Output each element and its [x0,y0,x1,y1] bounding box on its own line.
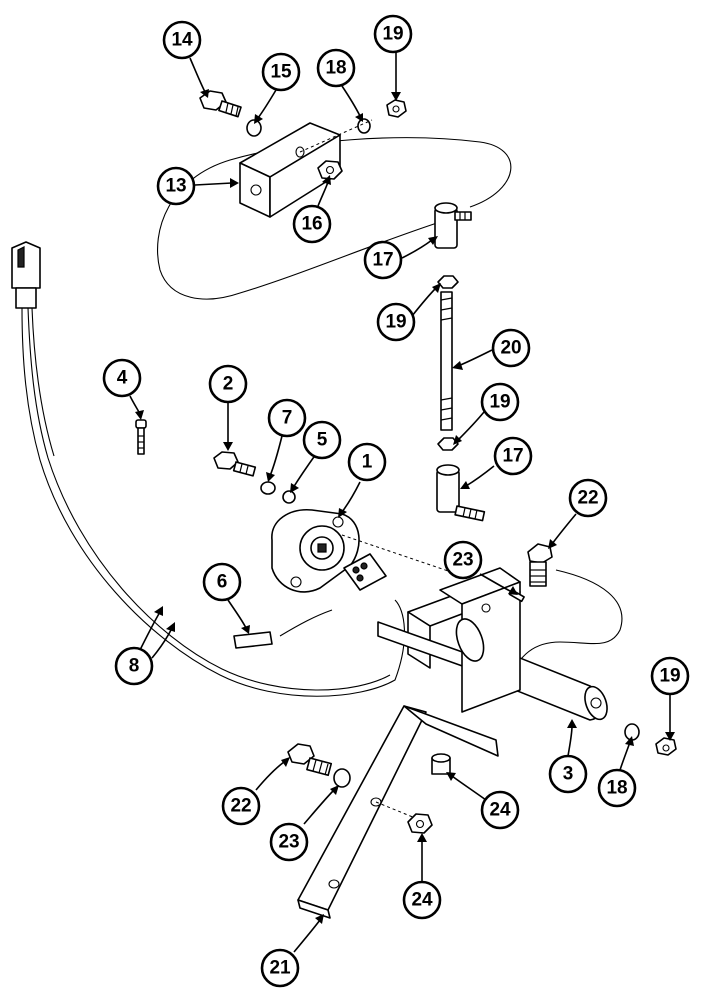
part-16-nut [317,160,343,180]
callout-19-upper: 19 [373,14,413,54]
sensor-connector [343,553,387,591]
callout-6: 6 [202,562,242,602]
svg-text:19: 19 [382,24,403,45]
callout-24-nut: 24 [402,880,442,920]
svg-text:4: 4 [117,368,128,389]
callout-19-lower-right: 19 [650,656,690,696]
part-24-bushing [431,753,451,775]
part-6-pad [233,609,333,649]
svg-text:1: 1 [362,452,373,473]
svg-text:15: 15 [270,62,292,83]
part-23-washer-lower [333,768,351,788]
svg-text:24: 24 [489,800,511,821]
part-22-bolt-lower [287,743,333,777]
part-4-bolt [135,419,147,455]
part-19-nut-rod-bottom [437,437,459,451]
part-2-bolt [213,451,257,477]
svg-text:6: 6 [217,572,228,593]
callout-1: 1 [347,442,387,482]
svg-text:7: 7 [282,408,293,429]
callout-5: 5 [302,420,342,460]
svg-text:14: 14 [171,30,193,51]
svg-text:18: 18 [606,778,627,799]
part-19-nut-upper [386,99,407,118]
part-17-ball-joint-upper [434,202,472,249]
lower-wire-loop [509,569,623,681]
svg-text:2: 2 [223,374,234,395]
part-18-washer-upper [357,118,371,134]
part-3-pivot-tube [499,649,608,721]
part-1-sensor [271,509,461,593]
svg-text:5: 5 [317,430,328,451]
svg-text:23: 23 [278,832,299,853]
callout-4: 4 [102,358,142,398]
svg-text:19: 19 [489,392,510,413]
part-7-washer [260,481,276,495]
part-14-bolt [199,90,242,118]
part-8-wire-harness [11,241,405,697]
callout-20: 20 [491,328,531,368]
part-19-nut-lower-right [655,737,677,756]
svg-text:22: 22 [230,796,251,817]
callouts: 14 15 18 19 13 16 17 19 20 4 2 [102,14,690,988]
callout-14: 14 [162,20,202,60]
svg-text:17: 17 [502,446,523,467]
svg-text:24: 24 [411,890,433,911]
svg-text:20: 20 [500,338,521,359]
callout-17-lower: 17 [493,436,533,476]
callout-23-lower: 23 [269,822,309,862]
callout-16: 16 [292,204,332,244]
part-17-ball-joint-lower [436,464,486,522]
callout-22-right: 22 [568,478,608,518]
part-22-bolt-right [527,543,553,587]
leader-lines [129,51,675,953]
callout-2: 2 [208,364,248,404]
callout-21: 21 [260,948,300,988]
svg-text:3: 3 [563,764,574,785]
part-20-threaded-rod [440,291,453,431]
callout-8: 8 [114,646,154,686]
part-24-nut [407,813,433,834]
callout-19-rod-top: 19 [376,302,416,342]
callout-22-lower: 22 [221,786,261,826]
svg-text:19: 19 [385,312,406,333]
callout-3: 3 [548,754,588,794]
svg-text:13: 13 [165,176,186,197]
part-5-washer [282,490,296,504]
svg-text:17: 17 [372,250,393,271]
callout-24-bushing: 24 [480,790,520,830]
callout-18-lower: 18 [597,768,637,808]
callout-23-upper: 23 [443,540,483,580]
callout-17-upper: 17 [363,240,403,280]
svg-text:8: 8 [129,656,140,677]
part-19-nut-rod-top [437,275,459,289]
callout-13: 13 [156,166,196,206]
callout-7: 7 [267,398,307,438]
part-15-washer [246,119,262,137]
svg-text:23: 23 [452,550,473,571]
svg-text:18: 18 [325,58,346,79]
svg-text:16: 16 [301,214,322,235]
main-bracket [377,567,521,713]
svg-text:22: 22 [577,488,598,509]
svg-text:21: 21 [269,958,291,979]
part-21-lever-arm [297,705,499,919]
part-13-bracket [239,119,373,218]
callout-18-upper: 18 [316,48,356,88]
svg-text:19: 19 [659,666,680,687]
callout-15: 15 [261,52,301,92]
callout-19-rod-bottom: 19 [480,382,520,422]
